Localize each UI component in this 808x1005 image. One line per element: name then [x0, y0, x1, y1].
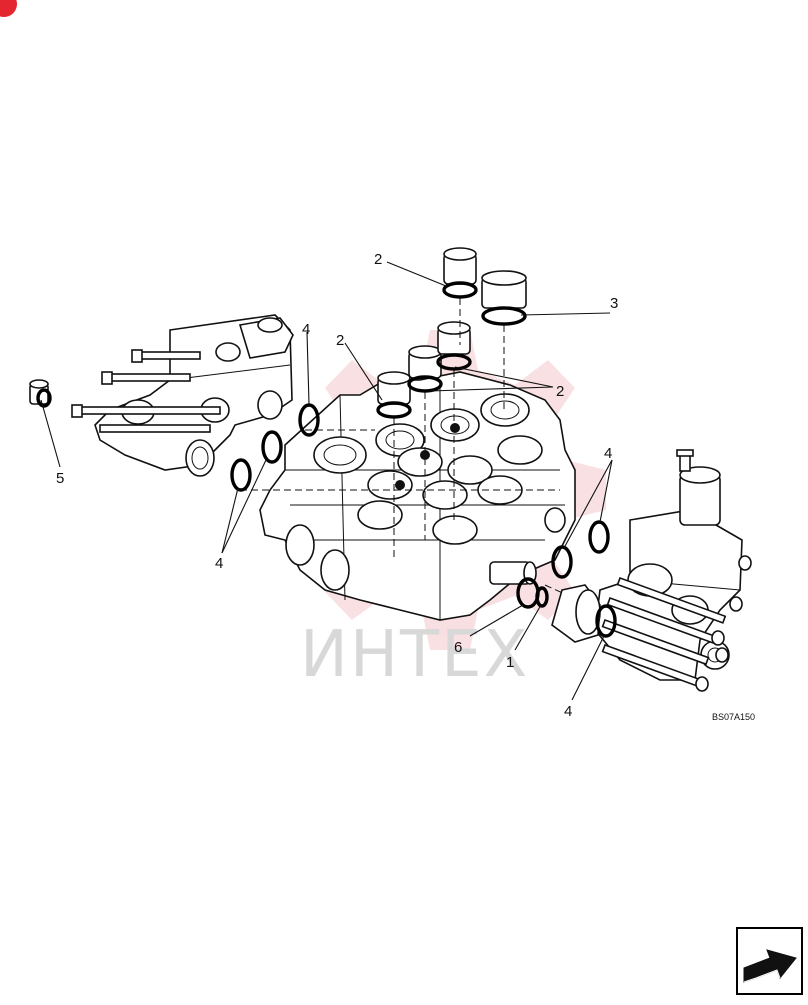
- plug-3: [436, 321, 472, 371]
- next-page-arrow-icon[interactable]: [736, 927, 803, 995]
- main-valve-body: [259, 371, 576, 621]
- callout-4-lower-left: 4: [215, 555, 223, 572]
- o-ring-set-right: [551, 520, 617, 638]
- o-ring-set-left: [230, 403, 320, 492]
- callout-1: 1: [506, 654, 514, 671]
- callout-4-bottom: 4: [564, 703, 572, 720]
- plug-1: [376, 371, 412, 419]
- inlet-bolts: [71, 349, 221, 433]
- callout-2-top-plug: 2: [374, 251, 382, 268]
- callout-6: 6: [454, 639, 462, 656]
- callout-3: 3: [610, 295, 618, 312]
- plug-part-2-set: [376, 321, 472, 419]
- callout-2-body-plugs: 2: [556, 383, 564, 400]
- o-ring-part-1: [535, 586, 549, 608]
- watermark-text: ИНТЕХ: [300, 618, 529, 692]
- callout-4-right: 4: [604, 445, 612, 462]
- inlet-section-left: [71, 314, 294, 477]
- plug-part-5: [29, 379, 52, 408]
- outlet-bolts: [601, 576, 743, 692]
- outlet-section-right: [594, 449, 752, 692]
- callout-5: 5: [56, 470, 64, 487]
- spacer-section-right: [551, 584, 601, 643]
- leader-lines: [40, 261, 613, 701]
- plug-part-3: [481, 270, 527, 326]
- callout-4-upper-left: 4: [302, 321, 310, 338]
- plug-part-2-top: [442, 247, 478, 299]
- red-corner-badge-icon: [0, 0, 17, 17]
- callout-2-left-plug: 2: [336, 332, 344, 349]
- figure-id: BS07A150: [712, 712, 755, 722]
